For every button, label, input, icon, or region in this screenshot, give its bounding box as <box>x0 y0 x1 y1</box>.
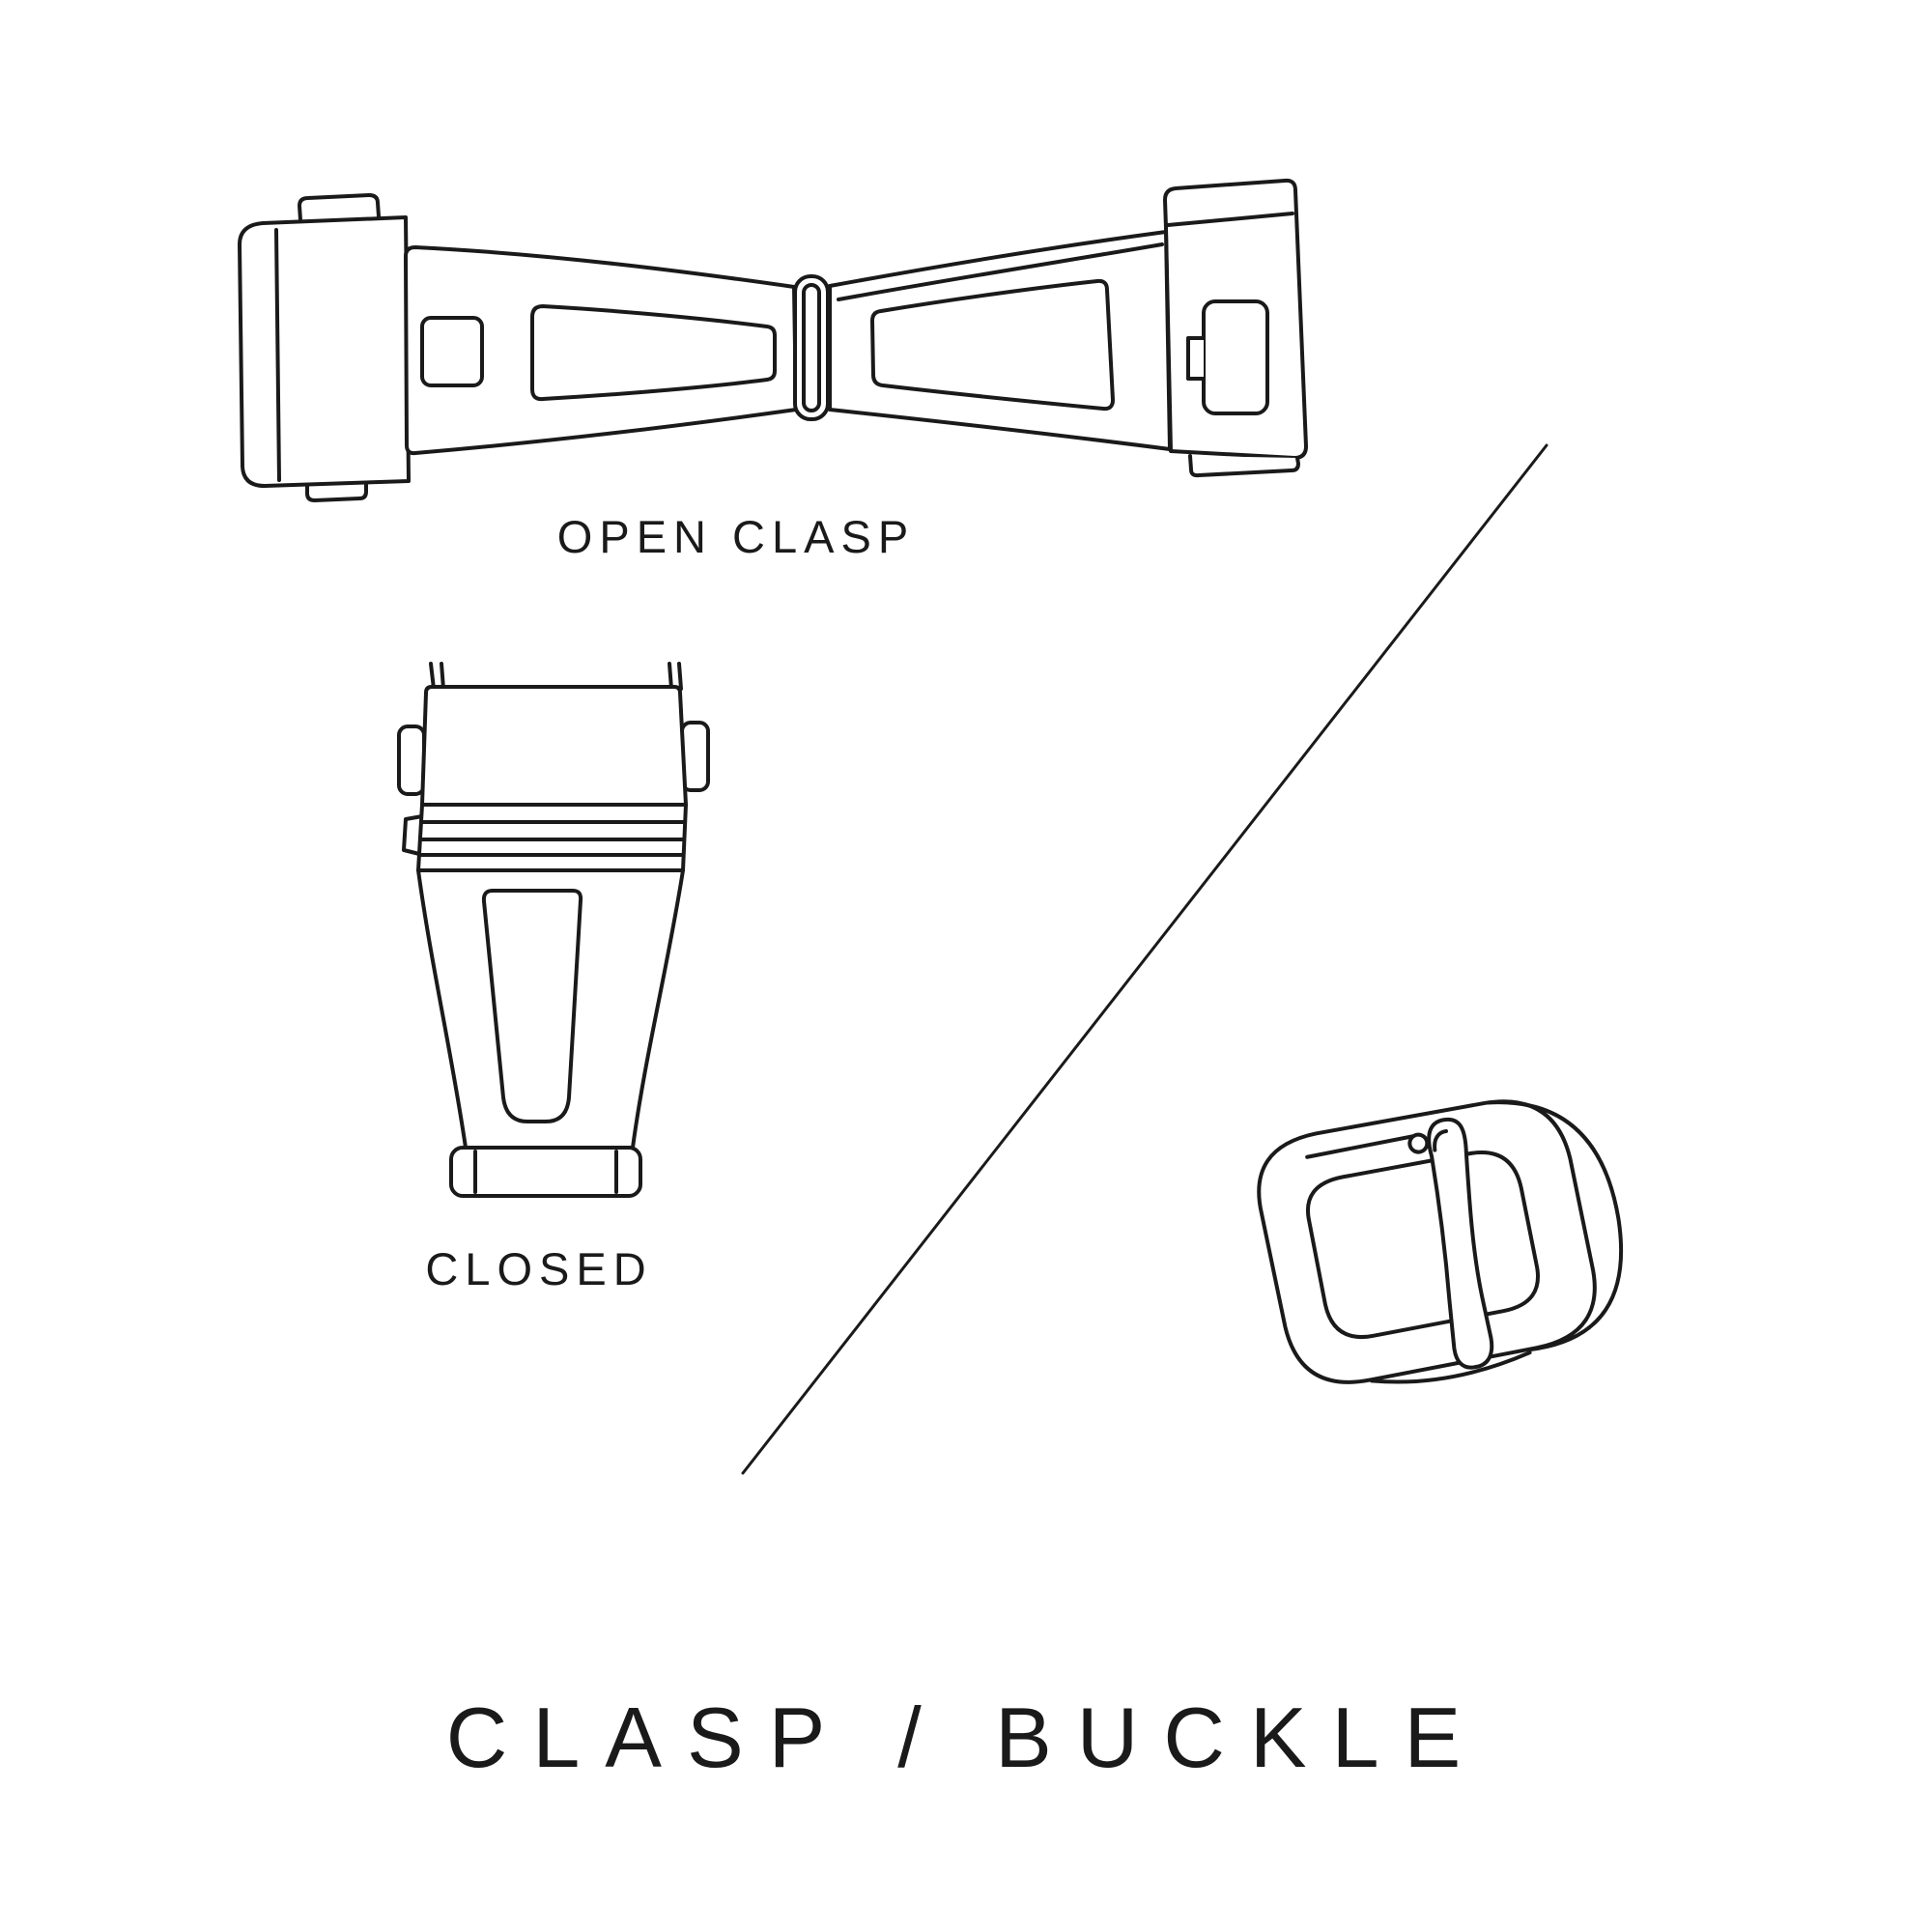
open-clasp-illustration <box>238 178 1308 502</box>
closed-clasp-body <box>416 868 685 1150</box>
open-clasp-left-arm <box>404 245 798 456</box>
closed-clasp-cover <box>420 685 688 807</box>
buckle-tongue <box>1427 1117 1494 1370</box>
tang-buckle-illustration <box>1257 1099 1624 1384</box>
closed-clasp-end-bar <box>449 1146 642 1198</box>
buckle-spring-bar <box>1305 1132 1430 1159</box>
page-title: CLASP / BUCKLE <box>445 1690 1487 1785</box>
closed-clasp-band <box>402 803 688 872</box>
open-clasp-left-end-block <box>238 193 411 502</box>
closed-clasp-label: CLOSED <box>425 1243 653 1294</box>
open-clasp-hinge <box>793 274 830 421</box>
diagonal-divider-line <box>741 443 1548 1475</box>
open-clasp-label: OPEN CLASP <box>556 511 916 562</box>
closed-clasp-left-button <box>397 724 426 796</box>
closed-clasp-prongs <box>429 662 683 691</box>
closed-clasp-slot <box>481 889 583 1123</box>
closed-clasp-illustration <box>397 662 710 1198</box>
open-clasp-right-arm <box>828 230 1269 451</box>
